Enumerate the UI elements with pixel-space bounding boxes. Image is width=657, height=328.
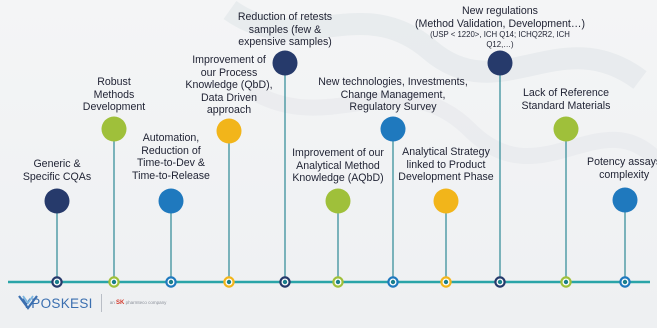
milestone-bubble: [44, 188, 70, 214]
milestone-node-dot: [282, 279, 288, 285]
logo-wordmark: YPOSKESI: [22, 295, 93, 311]
logo-divider: [100, 294, 102, 312]
milestone-bubble: [487, 50, 513, 76]
milestone-bubble: [158, 188, 184, 214]
milestone-bubble: [433, 188, 459, 214]
milestone-node-dot: [563, 279, 569, 285]
milestone-bubble: [612, 187, 638, 213]
milestone-bubble: [380, 116, 406, 142]
logo-tagline: an SK pharmteco company: [109, 300, 167, 306]
milestone-bubble: [101, 116, 127, 142]
milestone-node-dot: [497, 279, 503, 285]
milestone-bubble: [272, 50, 298, 76]
milestone-node-dot: [622, 279, 628, 285]
milestone-bubble: [325, 188, 351, 214]
yposkesi-logo-icon: [18, 295, 38, 310]
milestone-node-dot: [168, 279, 174, 285]
milestone-label: New regulations(Method Validation, Devel…: [415, 5, 585, 49]
milestone-node-dot: [443, 279, 449, 285]
milestone-node-dot: [390, 279, 396, 285]
milestone-node-dot: [226, 279, 232, 285]
background-helix: [245, 83, 657, 166]
milestone-node-dot: [111, 279, 117, 285]
milestone-label: New technologies, Investments,Change Man…: [318, 76, 468, 114]
milestone-node-dot: [54, 279, 60, 285]
background-helix: [223, 0, 647, 90]
milestone-label: Generic &Specific CQAs: [22, 158, 92, 183]
company-logo: YPOSKESI an SK pharmteco company: [18, 294, 166, 312]
milestone-bubble: [216, 118, 242, 144]
milestone-node-dot: [335, 279, 341, 285]
milestone-bubble: [553, 116, 579, 142]
